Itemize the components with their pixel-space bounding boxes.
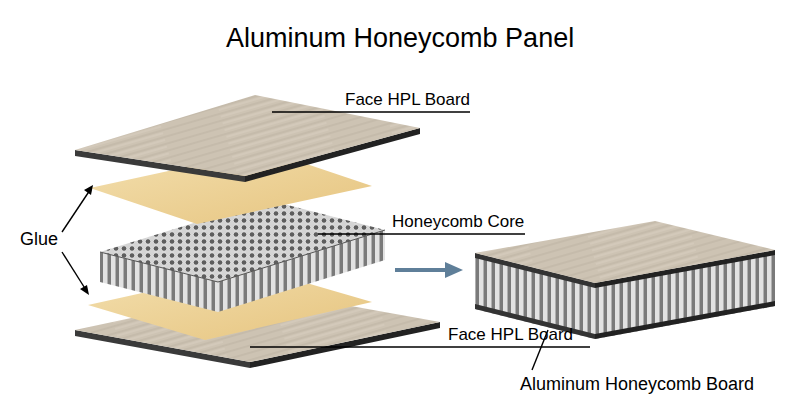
glue-arrowhead [80, 285, 89, 295]
part-label: Face HPL Board [448, 325, 573, 345]
diagram-title: Aluminum Honeycomb Panel [226, 22, 574, 54]
leader-lines [62, 112, 590, 370]
assembled-board [475, 221, 775, 339]
glue-arrowhead [84, 185, 93, 195]
assembly-arrow [395, 262, 463, 278]
part-label: Face HPL Board [345, 90, 470, 110]
part-label: Aluminum Honeycomb Board [520, 374, 754, 396]
honeycomb-core [100, 200, 385, 312]
part-label: Honeycomb Core [392, 212, 524, 232]
part-label: Glue [20, 229, 58, 251]
